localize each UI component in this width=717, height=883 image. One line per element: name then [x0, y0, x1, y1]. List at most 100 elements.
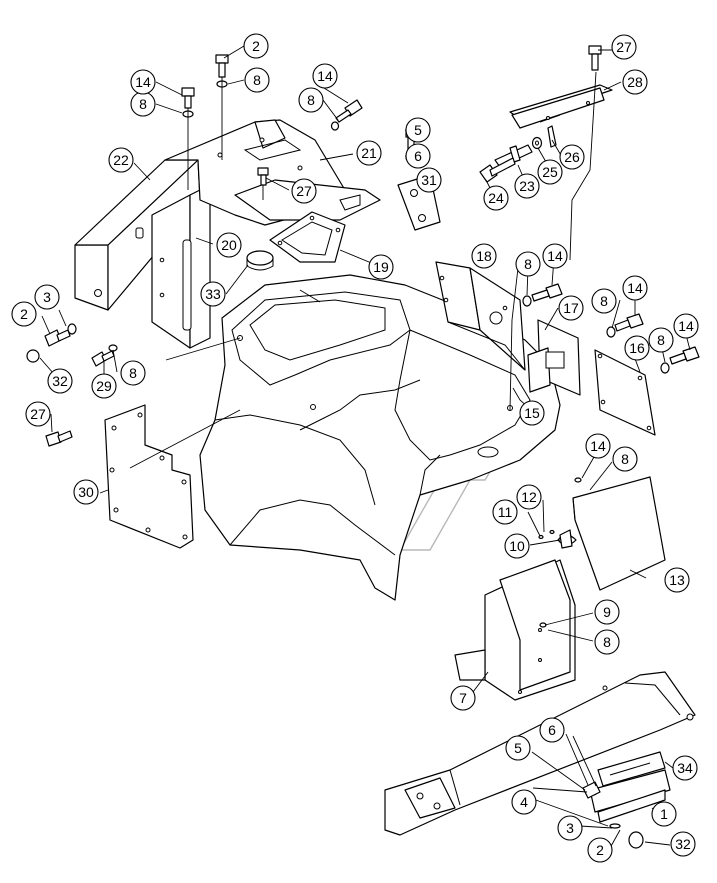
callout: 32 [47, 368, 73, 394]
callout: 8 [298, 87, 324, 113]
callout: 8 [130, 91, 156, 117]
callout: 31 [416, 167, 442, 193]
svg-text:22: 22 [113, 152, 129, 168]
svg-text:8: 8 [657, 332, 665, 348]
callout: 29 [91, 373, 117, 399]
svg-text:17: 17 [563, 300, 579, 316]
svg-text:2: 2 [252, 38, 260, 54]
svg-text:8: 8 [621, 451, 629, 467]
svg-text:4: 4 [520, 794, 528, 810]
svg-text:32: 32 [675, 836, 691, 852]
callout: 5 [405, 117, 431, 143]
svg-text:7: 7 [459, 690, 467, 706]
callout: 19 [368, 254, 394, 280]
part-bottom-frame-rail [384, 671, 696, 836]
svg-text:14: 14 [317, 68, 333, 84]
svg-text:19: 19 [373, 259, 389, 275]
svg-text:10: 10 [509, 538, 525, 554]
part-1-plate [589, 769, 671, 823]
callout: 15 [519, 400, 545, 426]
svg-text:8: 8 [600, 293, 608, 309]
callout: 4 [511, 789, 537, 815]
svg-text:14: 14 [590, 438, 606, 454]
callout: 14 [673, 313, 699, 339]
svg-text:14: 14 [627, 280, 643, 296]
part-24-bolt [479, 157, 516, 183]
svg-text:3: 3 [43, 289, 51, 305]
callout: 12 [516, 484, 542, 510]
svg-text:11: 11 [498, 504, 513, 520]
callout: 34 [672, 755, 698, 781]
svg-text:27: 27 [296, 183, 312, 199]
callout: 6 [539, 717, 565, 743]
svg-text:14: 14 [547, 248, 563, 264]
callout: 14 [622, 275, 648, 301]
svg-text:21: 21 [361, 145, 377, 161]
callout: 18 [471, 243, 497, 269]
callout: 3 [557, 815, 583, 841]
svg-text:20: 20 [221, 237, 237, 253]
callout: 14 [130, 69, 156, 95]
callout: 9 [594, 599, 620, 625]
part-26-pin [547, 125, 557, 148]
callout: 27 [25, 401, 51, 427]
callout: 24 [483, 185, 509, 211]
callout: 32 [670, 831, 696, 857]
part-16-plate [594, 349, 656, 436]
svg-text:6: 6 [414, 148, 422, 164]
svg-text:24: 24 [488, 190, 504, 206]
callout: 14 [585, 433, 611, 459]
callouts: 1 2 2 2 3 3 4 5 5 6 6 7 8 8 8 8 8 8 8 8 … [11, 33, 699, 863]
bolt-fasteners [44, 45, 700, 447]
svg-text:8: 8 [139, 96, 147, 112]
svg-text:29: 29 [96, 378, 112, 394]
svg-text:28: 28 [627, 74, 643, 90]
svg-text:23: 23 [519, 178, 535, 194]
callout: 28 [622, 69, 648, 95]
callout: 8 [591, 288, 617, 314]
part-20-hinged-panel [151, 184, 211, 349]
callout: 10 [504, 533, 530, 559]
svg-text:2: 2 [20, 306, 28, 322]
callout: 2 [11, 301, 37, 327]
svg-text:27: 27 [616, 39, 632, 55]
callout: 30 [73, 479, 99, 505]
svg-text:31: 31 [421, 172, 437, 188]
callout: 25 [537, 159, 563, 185]
part-17-plate [527, 319, 581, 396]
part-23-latch [494, 144, 533, 168]
svg-text:9: 9 [603, 604, 611, 620]
svg-text:27: 27 [30, 406, 46, 422]
svg-text:14: 14 [135, 74, 151, 90]
callout: 8 [244, 67, 270, 93]
svg-text:33: 33 [205, 286, 221, 302]
svg-text:3: 3 [566, 820, 574, 836]
callout: 8 [612, 446, 638, 472]
callout: 2 [243, 33, 269, 59]
callout: 20 [216, 232, 242, 258]
part-34-plate [597, 751, 666, 787]
callout: 14 [542, 243, 568, 269]
callout: 8 [515, 251, 541, 277]
svg-text:16: 16 [629, 340, 645, 356]
svg-text:30: 30 [78, 484, 94, 500]
callout: 13 [664, 567, 690, 593]
part-19-gasket-plate [269, 211, 346, 263]
callout: 16 [624, 335, 650, 361]
center-frame [199, 274, 561, 601]
part-30-cover-plate [104, 404, 194, 549]
callout: 17 [558, 295, 584, 321]
part-13-side-cover [557, 476, 666, 591]
callout: 7 [450, 685, 476, 711]
svg-text:13: 13 [669, 572, 685, 588]
svg-text:12: 12 [521, 489, 537, 505]
callout: 5 [505, 735, 531, 761]
callout: 11 [492, 499, 518, 525]
part-28-hinge [509, 84, 613, 129]
part-25-washer [531, 136, 543, 150]
callout: 22 [108, 147, 134, 173]
svg-text:8: 8 [253, 72, 261, 88]
svg-text:15: 15 [524, 405, 540, 421]
svg-text:8: 8 [603, 634, 611, 650]
